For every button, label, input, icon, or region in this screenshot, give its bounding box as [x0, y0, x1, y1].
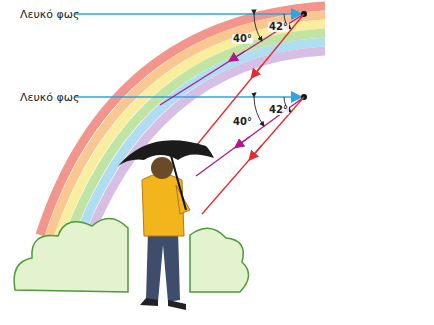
- person: [118, 140, 214, 310]
- light-label: Λευκό φως: [18, 8, 81, 21]
- light-ray: [75, 13, 300, 15]
- bushes: [14, 218, 248, 292]
- red-ray: [196, 14, 304, 146]
- light-ray: [75, 96, 300, 98]
- angle-arcs: [254, 14, 291, 126]
- angle-label: 40°: [232, 34, 253, 44]
- angle-label: 42°: [268, 22, 289, 32]
- violet-ray: [160, 14, 304, 105]
- angle-label: 42°: [268, 105, 289, 115]
- violet-ray: [196, 97, 304, 176]
- angle-label: 40°: [232, 117, 253, 127]
- red-ray: [202, 97, 304, 214]
- light-label: Λευκό φως: [18, 91, 81, 104]
